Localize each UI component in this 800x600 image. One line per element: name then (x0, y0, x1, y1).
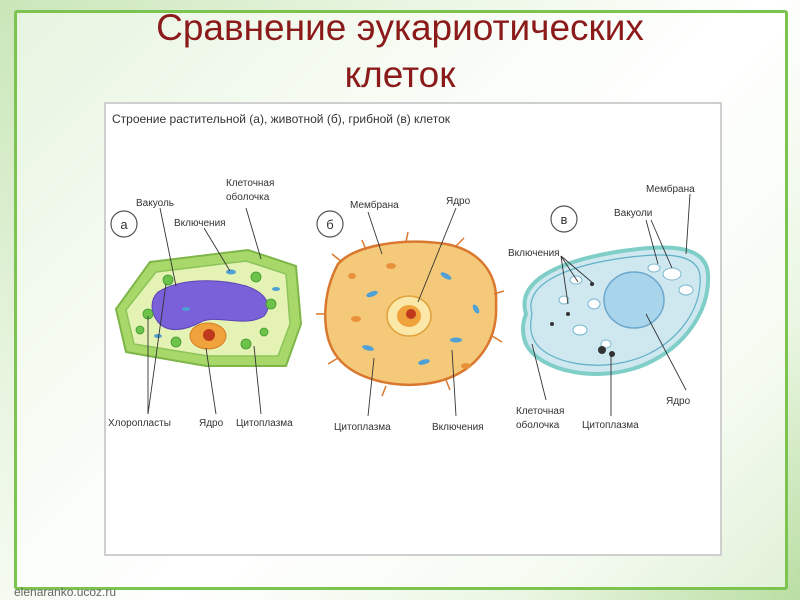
plant-letter: а (120, 217, 128, 232)
fungal-membrane (530, 254, 701, 366)
plant-wall-label-2: оболочка (226, 191, 270, 203)
animal-organelles (348, 263, 471, 369)
animal-nucleus-label: Ядро (446, 196, 471, 207)
fungal-letter-circle (550, 205, 578, 233)
plant-nucleus-label: Ядро (199, 418, 224, 429)
animal-cell: б (316, 196, 505, 433)
fungal-vacuoles (558, 263, 694, 349)
fungal-cell: в (508, 183, 711, 431)
cells-diagram: Строение растительной (а), животной (б),… (108, 112, 711, 433)
fungal-inclusions-label: Включения (508, 248, 560, 259)
animal-leader-lines (367, 207, 457, 417)
site-footer: elenaranko.ucoz.ru (14, 585, 117, 599)
animal-letter-circle (316, 210, 344, 238)
slide-title: Сравнение эукариотических клеток (0, 4, 800, 98)
plant-letter-circle (110, 210, 138, 238)
fungal-vacuoles-label: Вакуоли (614, 208, 652, 219)
fungal-nucleus (603, 271, 665, 329)
plant-vacuole (151, 280, 269, 330)
plant-chloroplasts (135, 271, 277, 350)
plant-cell: а (108, 178, 303, 429)
fungal-cytoplasm-label: Цитоплазма (582, 420, 639, 431)
plant-leader-lines (147, 207, 262, 415)
animal-membrane-projections (316, 231, 505, 397)
figure-panel: Строение растительной (а), животной (б),… (104, 102, 722, 556)
fungal-wall-label-2: оболочка (516, 419, 560, 431)
plant-cytoplasm-label: Цитоплазма (236, 418, 293, 429)
plant-inclusions-label: Включения (174, 218, 226, 229)
fungal-leader-lines (531, 193, 691, 416)
figure-caption: Строение растительной (а), животной (б),… (112, 112, 451, 126)
plant-wall-label-1: Клеточная (226, 178, 274, 189)
animal-inclusions-label: Включения (432, 422, 484, 433)
plant-vacuole-label: Вакуоль (136, 198, 174, 209)
plant-chloroplasts-label: Хлоропласты (108, 418, 171, 429)
plant-inclusions (154, 269, 280, 338)
fungal-membrane-label: Мембрана (646, 183, 695, 195)
fungal-wall-label-1: Клеточная (516, 406, 564, 417)
plant-nucleolus (203, 329, 215, 341)
animal-letter: б (326, 217, 333, 232)
fungal-letter: в (561, 212, 568, 227)
animal-inclusions (362, 272, 480, 365)
fungal-inclusions (550, 282, 615, 357)
title-line-1: Сравнение эукариотических (156, 7, 644, 48)
animal-cytoplasm-label: Цитоплазма (334, 422, 391, 433)
animal-nucleolus (406, 309, 416, 319)
fungal-nucleus-label: Ядро (666, 396, 691, 407)
animal-membrane-label: Мембрана (350, 199, 399, 211)
title-line-2: клеток (344, 54, 456, 95)
